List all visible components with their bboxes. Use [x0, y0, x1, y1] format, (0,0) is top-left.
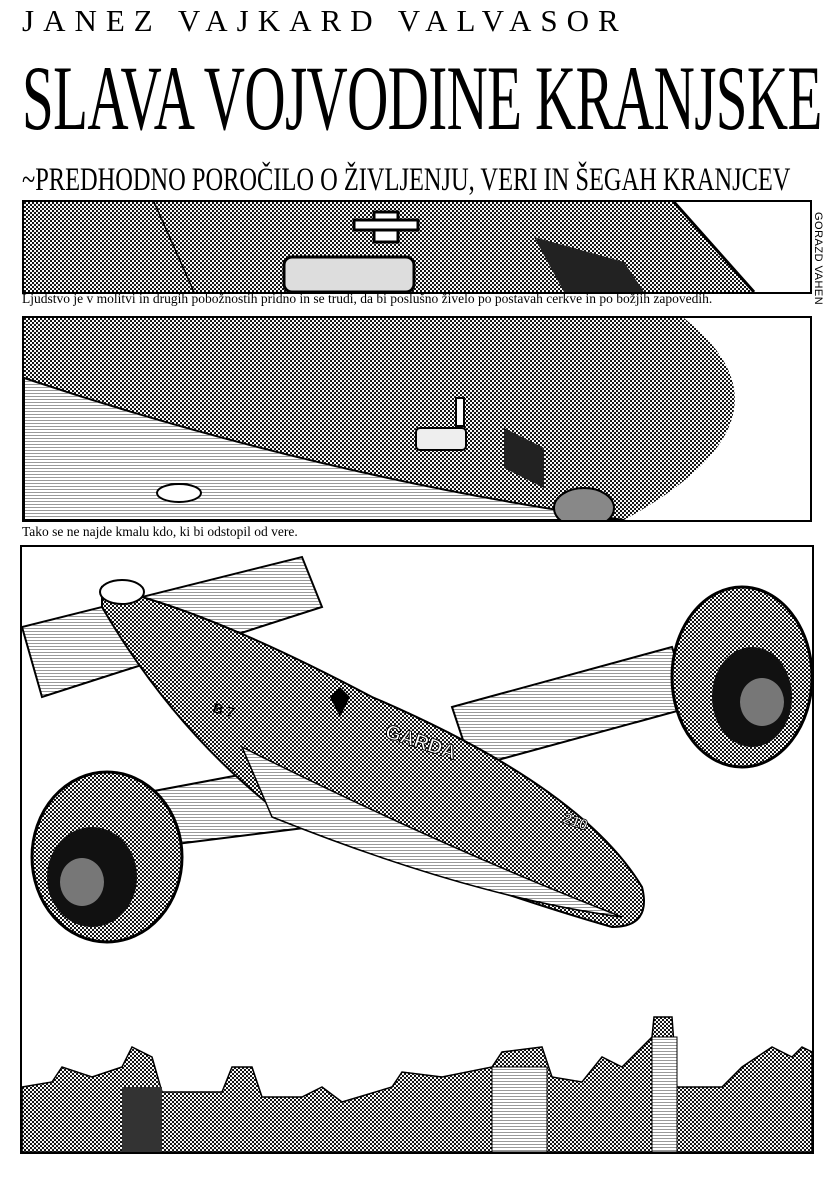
aircraft-flyover-illustration: GARDA 210 B 7	[22, 547, 812, 1152]
comic-panel-3: GARDA 210 B 7	[20, 545, 814, 1154]
artist-credit: GORAZD VAHEN	[812, 212, 824, 306]
comic-panel-1	[22, 200, 812, 294]
author-name: JANEZ VAJKARD VALVASOR	[22, 3, 628, 38]
cross-emblem-icon	[455, 397, 465, 427]
tail-marking: B 7	[211, 699, 236, 720]
panel-1-caption: Ljudstvo je v molitvi in drugih pobožnos…	[22, 291, 713, 306]
panel-2-caption: Tako se ne najde kmalu kdo, ki bi odstop…	[22, 524, 298, 539]
subtitle: ~PREDHODNO POROČILO O ŽIVLJENJU, VERI IN…	[22, 162, 791, 198]
aircraft-fuselage-illustration	[24, 318, 810, 520]
fist-emblem-icon	[415, 427, 467, 451]
fist-emblem-icon	[282, 255, 416, 292]
star-emblem-icon	[330, 687, 350, 717]
page-title: SLAVA VOJVODINE KRANJSKE	[22, 47, 822, 149]
comic-panel-2	[22, 316, 812, 522]
aircraft-closeup-illustration	[24, 202, 810, 292]
city-skyline	[22, 1016, 812, 1152]
